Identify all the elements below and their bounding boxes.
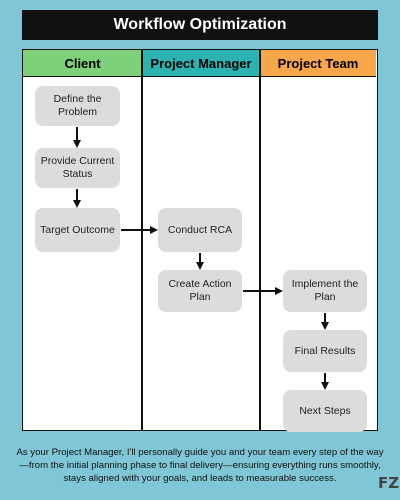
diagram-title: Workflow Optimization	[22, 10, 378, 40]
lane-header-project-team: Project Team	[260, 50, 376, 77]
node-next-steps: Next Steps	[283, 390, 367, 432]
node-target-outcome: Target Outcome	[35, 208, 120, 252]
node-final-results: Final Results	[283, 330, 367, 372]
node-implement-plan: Implement the Plan	[283, 270, 367, 312]
lane-divider	[259, 50, 261, 430]
brand-logo: FZ	[378, 474, 400, 492]
node-define-problem: Define the Problem	[35, 86, 120, 126]
node-conduct-rca: Conduct RCA	[158, 208, 242, 252]
lane-header-client: Client	[23, 50, 142, 77]
footer-description: As your Project Manager, I'll personally…	[16, 447, 384, 484]
node-create-action-plan: Create Action Plan	[158, 270, 242, 312]
node-provide-status: Provide Current Status	[35, 148, 120, 188]
lane-divider	[141, 50, 143, 430]
lane-header-project-manager: Project Manager	[142, 50, 260, 77]
